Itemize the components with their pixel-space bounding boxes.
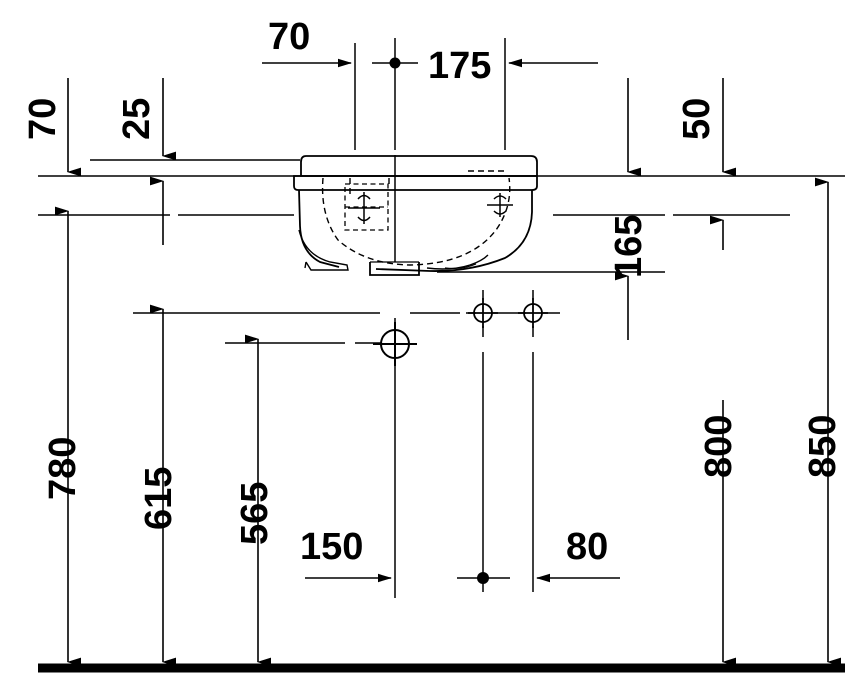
dim-label-780: 780 [42, 436, 84, 500]
dim-label-565: 565 [234, 481, 276, 545]
dim-label-50: 50 [676, 97, 718, 140]
tap-hole-symbol-right [518, 298, 548, 328]
overflow-slot [344, 183, 389, 231]
dim-label-850: 850 [802, 414, 844, 478]
dim-label-25: 25 [116, 97, 158, 140]
vertical-extension-lines [354, 38, 534, 598]
dim-label-165: 165 [608, 214, 650, 278]
dim-label-800: 800 [698, 414, 740, 478]
dim-label-70-left: 70 [22, 97, 64, 140]
washbasin-outline [293, 155, 538, 276]
dim-label-80: 80 [566, 526, 609, 568]
tap-hole-marker-right [487, 193, 513, 217]
tap-hole-symbol-left [468, 298, 498, 328]
center-mark-top [372, 57, 418, 69]
center-mark-bottom [457, 572, 510, 584]
dim-label-615: 615 [138, 466, 180, 530]
washbasin-hidden-edges [321, 170, 511, 266]
dim-label-150: 150 [300, 526, 364, 568]
reference-lines [38, 159, 845, 344]
tap-hole-marker-left [348, 192, 380, 224]
dim-50-arrows [615, 78, 736, 340]
dim-label-175: 175 [428, 45, 492, 87]
drain-hole-symbol [373, 322, 417, 366]
dim-label-70-top: 70 [268, 16, 311, 58]
